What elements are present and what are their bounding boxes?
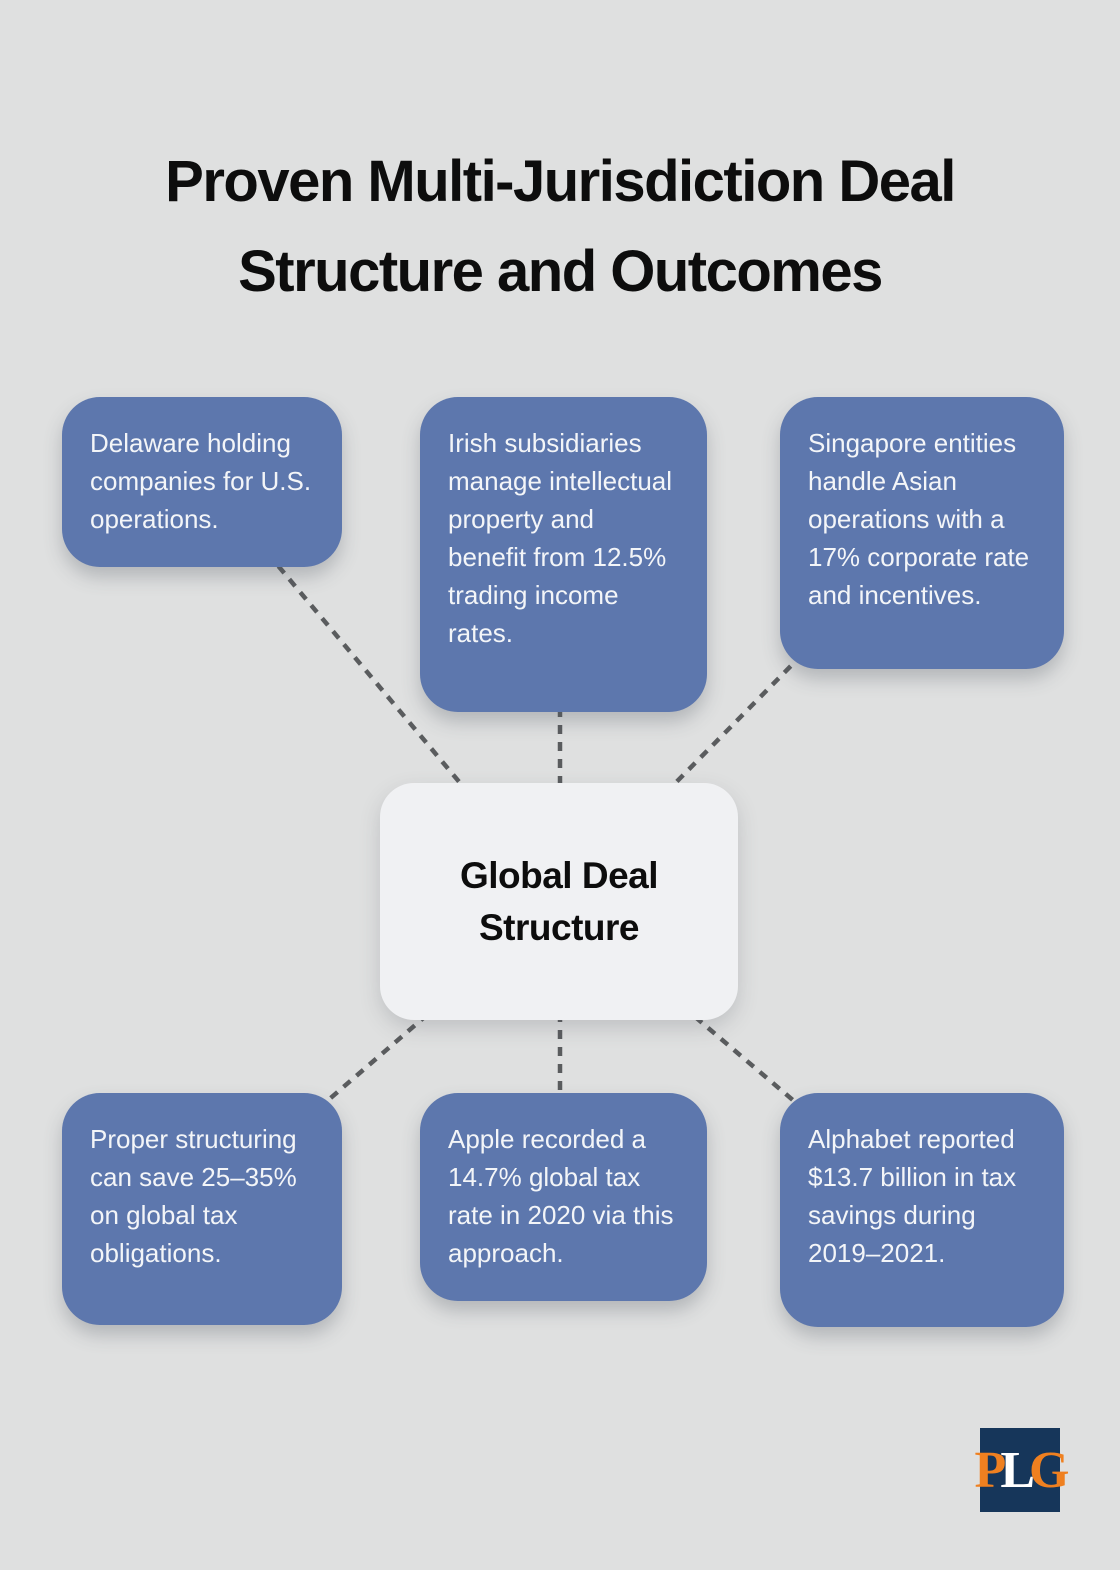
node-delaware: Delaware holding companies for U.S. oper…: [62, 397, 342, 567]
node-alphabet: Alphabet reported $13.7 billion in tax s…: [780, 1093, 1064, 1327]
node-savings-text: Proper structuring can save 25–35% on gl…: [90, 1124, 297, 1268]
logo-letter-l: L: [1000, 1441, 1035, 1499]
node-savings: Proper structuring can save 25–35% on gl…: [62, 1093, 342, 1325]
logo-letter-g: G: [1029, 1441, 1070, 1499]
logo-letter-p: P: [974, 1441, 1007, 1499]
node-singapore-text: Singapore entities handle Asian operatio…: [808, 428, 1030, 610]
center-node-label: Global Deal Structure: [459, 854, 659, 948]
node-apple: Apple recorded a 14.7% global tax rate i…: [420, 1093, 707, 1301]
page-title: Proven Multi-Jurisdiction Deal Structure…: [165, 148, 956, 304]
node-apple-text: Apple recorded a 14.7% global tax rate i…: [448, 1124, 674, 1268]
plg-logo: P L G: [975, 1428, 1070, 1512]
node-irish: Irish subsidiaries manage intellectual p…: [420, 397, 707, 712]
node-irish-text: Irish subsidiaries manage intellectual p…: [448, 428, 673, 648]
node-delaware-text: Delaware holding companies for U.S. oper…: [90, 428, 312, 534]
center-node: Global Deal Structure: [380, 783, 738, 1020]
node-singapore: Singapore entities handle Asian operatio…: [780, 397, 1064, 669]
node-alphabet-text: Alphabet reported $13.7 billion in tax s…: [808, 1124, 1017, 1268]
